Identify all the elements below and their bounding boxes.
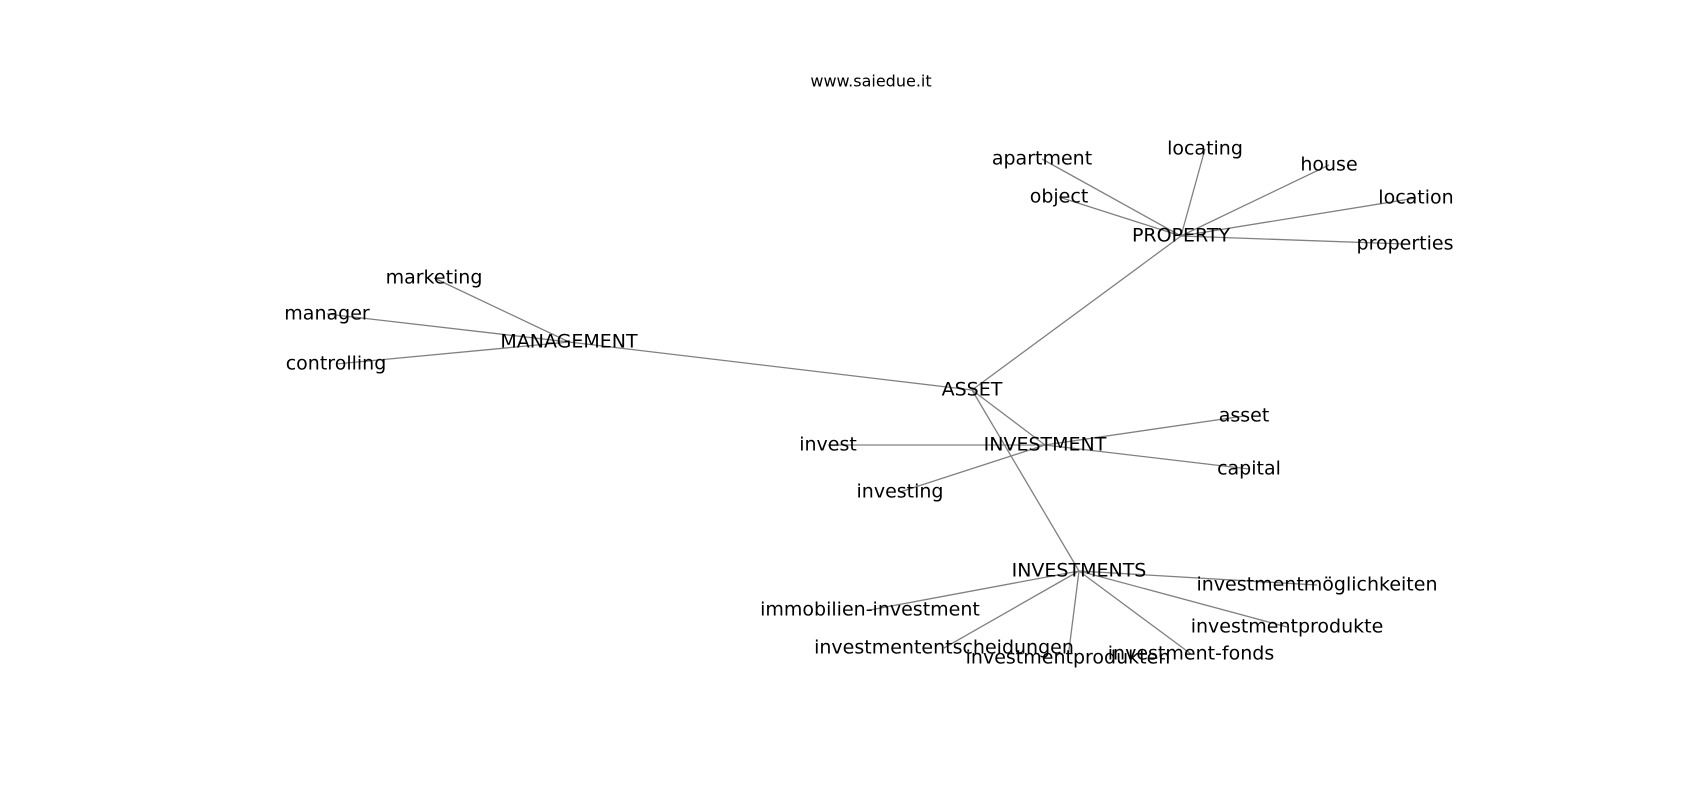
node-label-asset-hub: ASSET (942, 379, 1003, 401)
edge-property-locating (1180, 148, 1206, 237)
node-label-investments: INVESTMENTS (1012, 560, 1147, 582)
node-label-investmentprodukte: investmentprodukte (1191, 616, 1384, 638)
node-label-locating: locating (1167, 138, 1243, 160)
node-label-investment-fonds: investment-fonds (1108, 643, 1274, 665)
node-label-house: house (1300, 154, 1357, 176)
node-label-invest: invest (799, 434, 857, 456)
node-label-properties: properties (1357, 233, 1454, 255)
node-label-asset: asset (1219, 405, 1270, 427)
edge-investments-investmentmoeglichkeiten (1078, 570, 1318, 586)
edge-investments-investmententscheidungen (943, 570, 1080, 649)
node-label-immobilien-investment: immobilien-investment (760, 599, 980, 621)
edge-investments-investment_fonds (1078, 570, 1192, 655)
edge-asset_hub-management (568, 341, 973, 391)
edge-property-object (1058, 196, 1182, 237)
site-label: www.saiedue.it (810, 72, 931, 91)
edge-property-apartment (1041, 158, 1182, 237)
node-label-investmentmoeglichkeiten: investmentmöglichkeiten (1196, 574, 1437, 596)
edge-asset_hub-property (971, 235, 1182, 391)
nodes: ASSET PROPERTY MANAGEMENT INVESTMENT INVESTM… (284, 138, 1453, 669)
node-label-marketing: marketing (386, 267, 483, 289)
edge-investment-investing (899, 444, 1046, 493)
edge-investments-immobilien_investment (869, 570, 1080, 611)
node-label-investing: investing (857, 481, 944, 503)
edge-property-properties (1180, 235, 1406, 245)
edge-investment-asset (1044, 415, 1245, 446)
edge-property-location (1180, 197, 1417, 237)
node-label-investmentprodukten: investmentprodukten (966, 647, 1171, 669)
node-label-manager: manager (284, 303, 370, 325)
node-label-controlling: controlling (286, 353, 387, 375)
node-label-management: MANAGEMENT (500, 331, 638, 353)
node-label-property: PROPERTY (1132, 225, 1231, 247)
node-label-apartment: apartment (992, 148, 1092, 170)
node-label-investmententscheidungen: investmententscheidungen (814, 637, 1074, 659)
edge-management-controlling (335, 341, 570, 365)
node-label-capital: capital (1217, 458, 1281, 480)
edges (326, 148, 1417, 659)
edge-management-marketing (433, 277, 570, 343)
edge-investment-capital (1044, 444, 1250, 470)
edge-investments-investmentprodukten (1067, 570, 1080, 659)
node-label-location: location (1378, 187, 1453, 209)
node-label-object: object (1030, 186, 1089, 208)
node-label-investment: INVESTMENT (984, 434, 1107, 456)
edge-property-house (1180, 164, 1330, 237)
edge-investments-investmentprodukte (1078, 570, 1288, 628)
edge-asset_hub-investment (971, 389, 1046, 446)
edge-management-manager (326, 313, 570, 343)
edge-asset_hub-investments (971, 389, 1080, 572)
